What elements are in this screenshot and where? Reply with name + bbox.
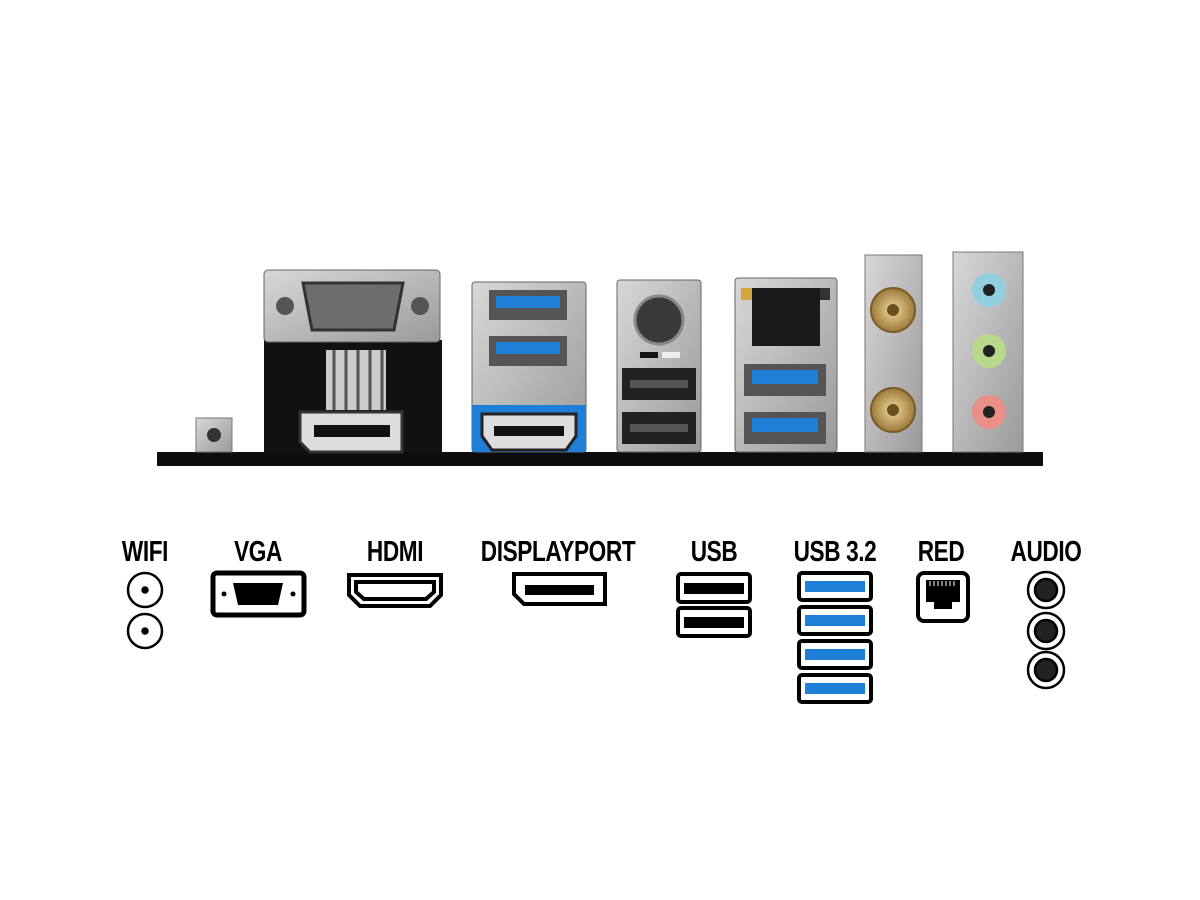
vga-port <box>301 281 405 332</box>
wifi-antenna-plate <box>864 254 923 453</box>
board-edge <box>157 452 1043 466</box>
legend-label-red: RED <box>917 536 965 568</box>
legend-label-usb32: USB 3.2 <box>793 536 877 568</box>
legend-label-displayport: DISPLAYPORT <box>480 536 636 568</box>
ps2-usb2-port-block <box>616 279 702 453</box>
lan-usb3-port-block <box>734 277 838 453</box>
displayport-icon <box>512 572 607 606</box>
hdmi-icon <box>347 573 443 608</box>
vga-icon <box>210 570 307 618</box>
wifi-icon <box>126 571 164 650</box>
legend-label-vga: VGA <box>234 536 282 568</box>
ps2-port <box>633 294 685 346</box>
audio-jack-plate <box>952 251 1024 453</box>
vga-displayport-port-block <box>263 269 442 454</box>
lan-port <box>752 288 820 346</box>
legend-label-usb: USB <box>690 536 738 568</box>
clear-cmos-button <box>195 417 233 453</box>
legend-label-audio: AUDIO <box>1010 536 1082 568</box>
usb32-icon <box>797 571 873 704</box>
ethernet-icon <box>916 571 970 623</box>
legend-label-hdmi: HDMI <box>366 536 424 568</box>
audio-icon <box>1026 570 1066 690</box>
usb3-hdmi-port-block <box>471 281 587 453</box>
usb-icon <box>676 572 752 638</box>
legend-label-wifi: WIFI <box>121 536 169 568</box>
